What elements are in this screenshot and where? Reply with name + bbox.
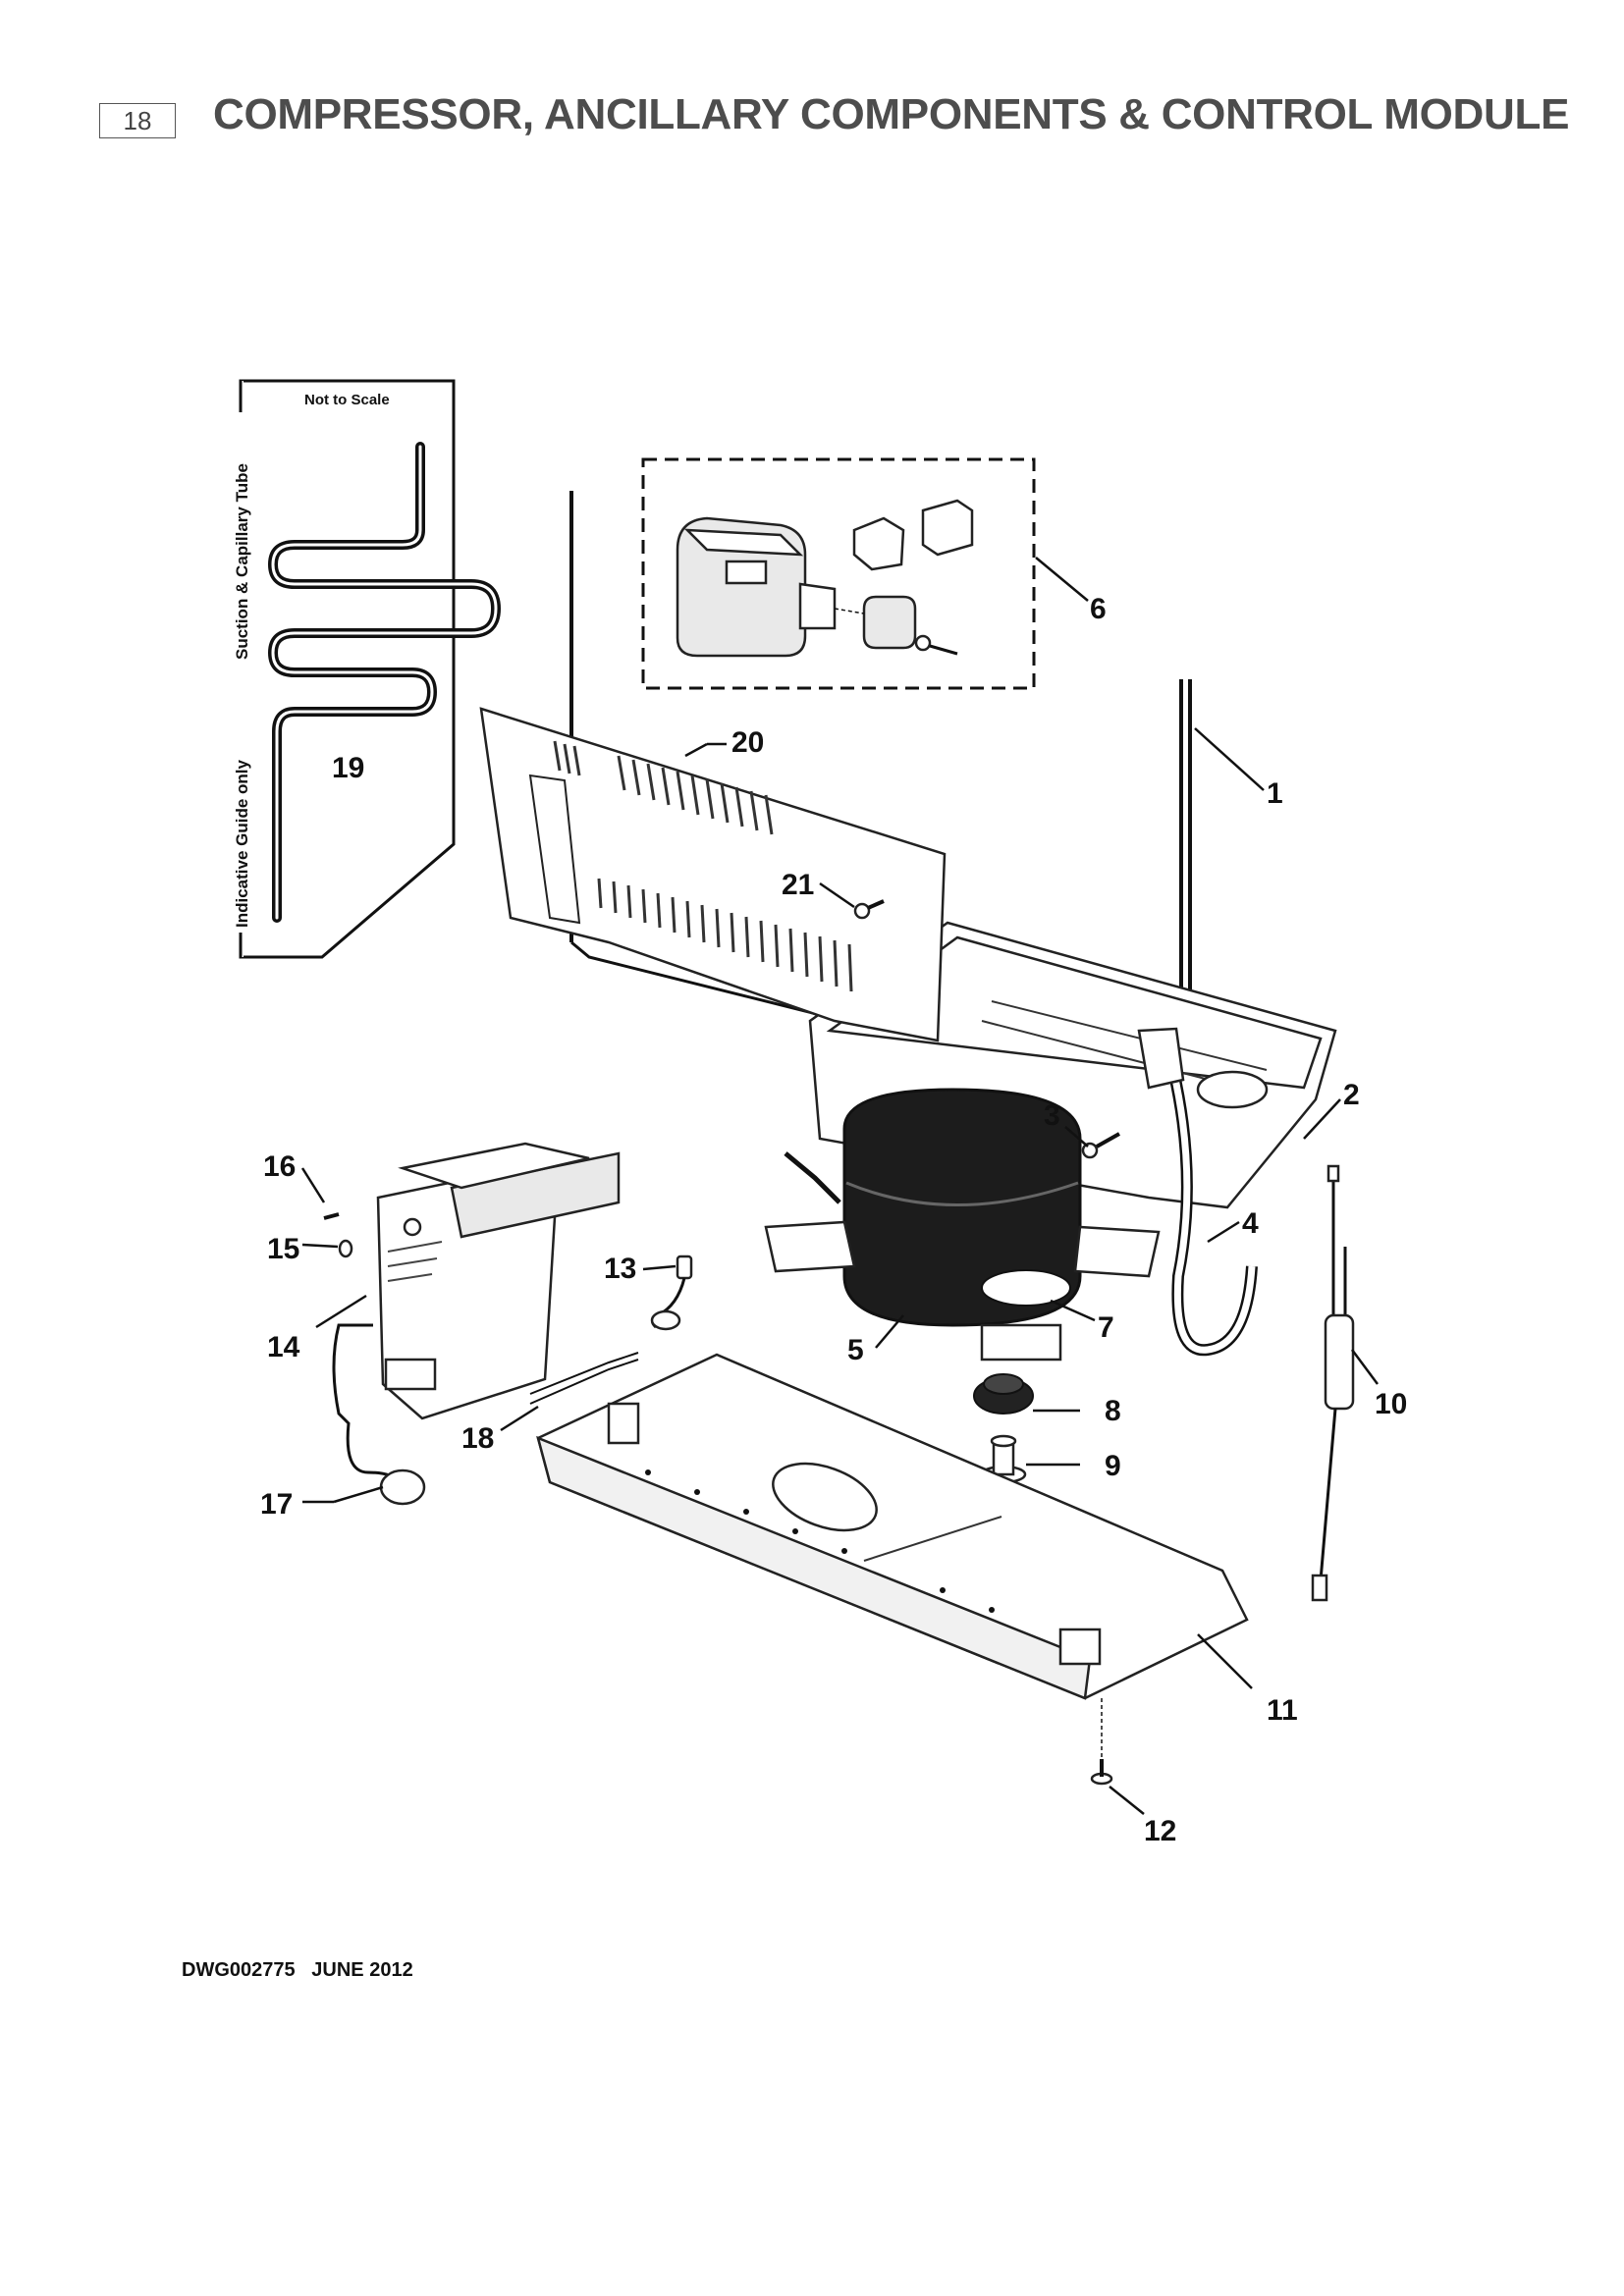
callout-1: 1 [1267, 777, 1283, 810]
callout-15: 15 [267, 1233, 299, 1265]
leader-lines [300, 557, 1380, 1815]
starter-relay-kit [641, 457, 1036, 690]
compressor [764, 1088, 1161, 1362]
callout-2: 2 [1343, 1079, 1360, 1111]
earth-lead [650, 1255, 693, 1331]
callout-labels: 1 2 3 4 5 6 7 8 9 10 11 12 13 14 15 16 1… [260, 593, 1407, 1847]
callout-12: 12 [1144, 1815, 1176, 1847]
callout-13: 13 [604, 1253, 636, 1285]
callout-9: 9 [1105, 1450, 1121, 1482]
callout-19: 19 [332, 752, 364, 784]
base-plate [536, 1353, 1249, 1700]
grommet [973, 1373, 1034, 1415]
callout-17: 17 [260, 1488, 293, 1521]
callout-21: 21 [782, 869, 814, 901]
side-label-guide: Indicative Guide only [233, 759, 251, 928]
thermostat-probe [1311, 1164, 1355, 1602]
screw-16 [323, 1212, 340, 1220]
drawing-date: JUNE 2012 [311, 1959, 413, 1981]
callout-18: 18 [461, 1422, 494, 1455]
page-title: COMPRESSOR, ANCILLARY COMPONENTS & CONTR… [213, 90, 1570, 138]
callout-5: 5 [847, 1334, 864, 1366]
screw-21 [853, 899, 885, 920]
callout-11: 11 [1267, 1694, 1298, 1727]
callout-6: 6 [1090, 593, 1107, 625]
callout-4: 4 [1242, 1207, 1259, 1240]
page-number: 18 [99, 103, 176, 138]
scale-note: Not to Scale [304, 392, 390, 408]
discharge-pipe [1137, 1027, 1258, 1357]
drawing-reference: DWG002775 JUNE 2012 [182, 1959, 413, 1982]
process-tube [1179, 679, 1192, 991]
callout-7: 7 [1098, 1311, 1114, 1344]
cover-panel [479, 707, 947, 1042]
callout-16: 16 [263, 1150, 296, 1183]
callout-14: 14 [267, 1331, 300, 1363]
callout-20: 20 [731, 726, 764, 759]
callout-3: 3 [1044, 1099, 1060, 1132]
screw-12 [1090, 1698, 1113, 1786]
side-label-suction: Suction & Capillary Tube [233, 463, 251, 660]
control-module [332, 1142, 639, 1506]
screw-3 [1081, 1132, 1120, 1159]
capillary-tube-coil [268, 442, 501, 923]
callout-8: 8 [1105, 1395, 1121, 1427]
cap-15 [338, 1239, 353, 1258]
callout-10: 10 [1375, 1388, 1407, 1420]
suction-capillary-inset: Not to Scale Suction & Capillary Tube In… [233, 379, 501, 959]
drawing-number: DWG002775 [182, 1959, 296, 1981]
